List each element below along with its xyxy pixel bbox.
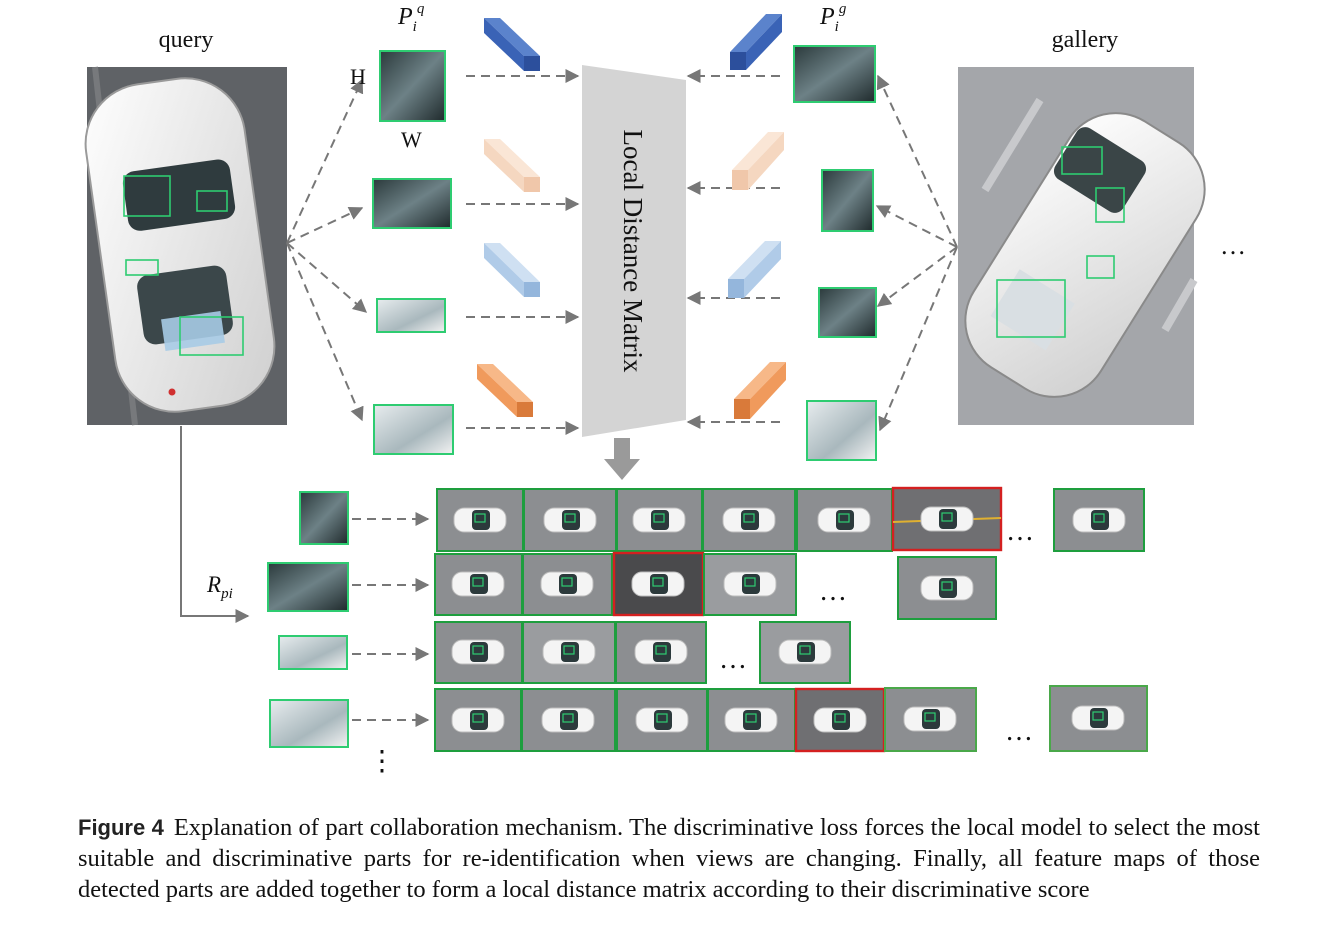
gallery-part-box (996, 279, 1066, 338)
ranked-result (616, 688, 708, 752)
row-ellipsis: … (719, 644, 747, 675)
ranking-query-patch (267, 562, 349, 612)
ranked-result (522, 621, 616, 684)
svg-text:Piq: Piq (397, 1, 425, 35)
gallery-part-box (1086, 255, 1115, 279)
query-part-patches (372, 50, 454, 455)
feature-cube (730, 14, 782, 70)
gallery-image (958, 67, 1206, 425)
ranked-result (1049, 685, 1148, 752)
ranking-query-patch (299, 491, 349, 545)
query-to-matrix-arrows (466, 69, 580, 435)
feature-cube (732, 132, 784, 190)
ranked-result (897, 556, 997, 620)
caption-text: Explanation of part collaboration mechan… (78, 814, 1260, 903)
row-ellipsis: … (1006, 516, 1034, 547)
ranking-query-patch (278, 635, 348, 670)
ranking-row: … (434, 621, 851, 684)
matrix-output-arrow (604, 438, 640, 480)
gallery-ellipsis: … (1220, 231, 1246, 260)
ranking-query-patch (269, 699, 349, 748)
query-patch (379, 50, 446, 122)
local-distance-matrix: Local Distance Matrix (582, 65, 686, 437)
query-part-box (125, 259, 159, 276)
ranked-result (522, 553, 613, 616)
figure-diagram: query Piq H W (84, 1, 1246, 777)
feature-cube (728, 241, 781, 298)
figure-number: Figure 4 (78, 815, 164, 840)
query-label: query (159, 27, 214, 53)
matrix-label: Local Distance Matrix (618, 130, 648, 373)
rpi-label: Rpi (206, 572, 233, 602)
ranking-arrows (352, 512, 430, 727)
gallery-patch (821, 169, 874, 232)
query-feature-cubes (477, 18, 540, 417)
ranking-row: … (436, 486, 1145, 552)
feature-cube (484, 139, 540, 192)
ranking-row: … (434, 551, 997, 620)
ranked-result (796, 488, 893, 552)
ranked-result (1053, 488, 1145, 552)
ranking-query-patches (267, 491, 349, 748)
ranked-result (434, 553, 523, 616)
ranked-result (703, 553, 797, 616)
ranked-result-mismatch (891, 486, 1003, 552)
ranked-result (615, 621, 707, 684)
gallery-patch (806, 400, 877, 461)
ranked-result (707, 688, 796, 752)
query-image (84, 66, 287, 426)
query-patch (373, 404, 454, 455)
gallery-feature-cubes (728, 14, 786, 419)
pg-label: Pig (819, 1, 847, 35)
gallery-part-box (1095, 187, 1125, 223)
query-fan-arrows (286, 78, 368, 422)
query-patch (376, 298, 446, 333)
ranked-result (884, 687, 977, 752)
row-ellipsis: … (819, 576, 847, 607)
svg-text:Pig: Pig (819, 1, 847, 35)
svg-text:Rpi: Rpi (206, 572, 233, 602)
ranked-result-mismatch (794, 687, 886, 753)
ranking-row: … (434, 685, 1148, 753)
query-patch (372, 178, 452, 229)
w-dimension-label: W (401, 127, 422, 152)
feature-cube (484, 243, 540, 297)
gallery-fan-arrows (875, 74, 958, 432)
row-ellipsis: … (1005, 716, 1033, 747)
ranked-result (702, 488, 796, 552)
ranked-result (616, 488, 703, 552)
ranked-result (434, 621, 523, 684)
ranked-result-mismatch (612, 551, 705, 617)
query-part-box (196, 190, 228, 212)
ranked-result (436, 488, 524, 552)
gallery-label: gallery (1052, 27, 1119, 53)
query-part-box (123, 175, 171, 217)
ranked-result (521, 688, 616, 752)
h-dimension-label: H (350, 64, 366, 89)
pq-label: Piq (397, 1, 425, 35)
feature-cube (734, 362, 786, 419)
ranked-result (434, 688, 522, 752)
feature-cube (484, 18, 540, 71)
gallery-patch (793, 45, 876, 103)
gallery-patch (818, 287, 877, 338)
ranked-result (759, 621, 851, 684)
ranked-result (523, 488, 617, 552)
gallery-part-box (1061, 146, 1103, 175)
ranking-vertical-ellipsis: ⋮ (368, 746, 396, 777)
feature-cube (477, 364, 533, 417)
gallery-part-patches (793, 45, 877, 461)
query-part-box (179, 316, 244, 356)
rpi-branch-arrow (180, 426, 250, 623)
